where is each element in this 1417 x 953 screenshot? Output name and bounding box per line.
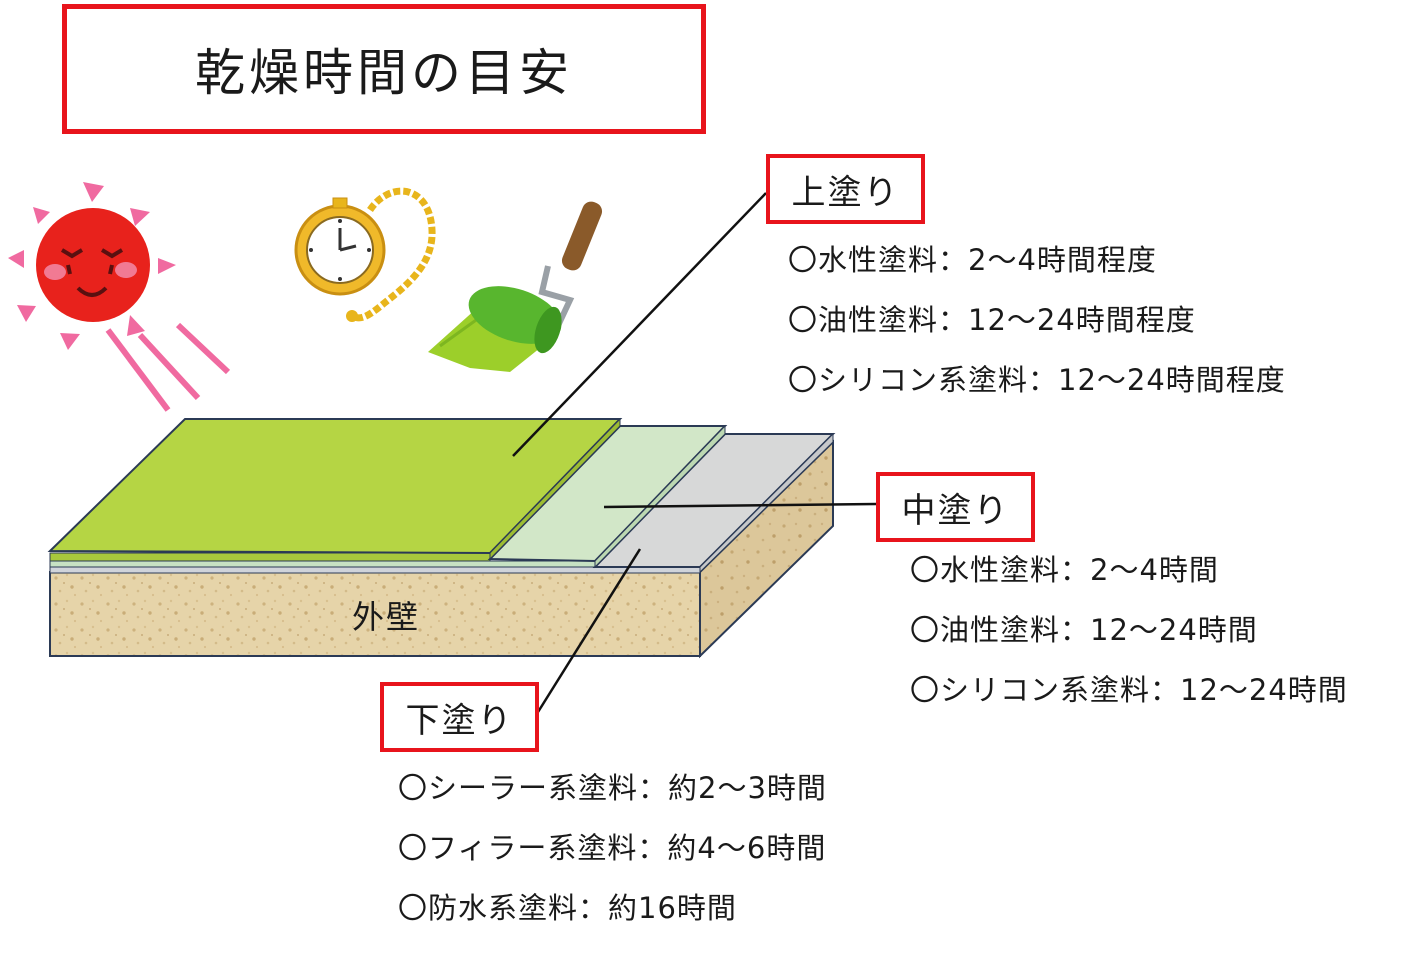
under-coat-leader [536, 548, 642, 713]
list-item: 〇シリコン系塗料：12～24時間程度 [788, 363, 1286, 397]
list-item: 〇シーラー系塗料：約2～3時間 [398, 771, 827, 805]
paint-roller-icon [428, 201, 603, 372]
wall-label: 外壁 [352, 598, 421, 636]
top-coat-label: 上塗り [766, 154, 925, 224]
top-coat-label-text: 上塗り [791, 172, 900, 213]
under-coat-times: 〇シーラー系塗料：約2～3時間 〇フィラー系塗料：約4～6時間 〇防水系塗料：約… [398, 773, 827, 953]
list-item: 〇フィラー系塗料：約4～6時間 [398, 831, 827, 865]
middle-coat-label-text: 中塗り [901, 490, 1010, 531]
page-title: 乾燥時間の目安 [195, 44, 573, 102]
wall-cross-section [47, 417, 836, 659]
list-item: 〇油性塗料：12～24時間程度 [788, 303, 1196, 337]
pocket-watch-icon [294, 187, 436, 322]
list-item: 〇水性塗料：2～4時間 [910, 553, 1219, 587]
list-item: 〇油性塗料：12～24時間 [910, 613, 1258, 647]
middle-coat-label: 中塗り [876, 472, 1035, 542]
sun-icon [8, 182, 231, 412]
middle-coat-times: 〇水性塗料：2～4時間 〇油性塗料：12～24時間 〇シリコン系塗料：12～24… [910, 555, 1348, 735]
under-coat-label: 下塗り [380, 682, 539, 752]
middle-coat-leader [603, 502, 877, 509]
list-item: 〇シリコン系塗料：12～24時間 [910, 673, 1348, 707]
list-item: 〇防水系塗料：約16時間 [398, 891, 737, 925]
top-coat-leader [512, 192, 767, 457]
top-coat-times: 〇水性塗料：2～4時間程度 〇油性塗料：12～24時間程度 〇シリコン系塗料：1… [788, 245, 1286, 425]
under-coat-label-text: 下塗り [405, 700, 514, 741]
title-box: 乾燥時間の目安 [62, 4, 706, 134]
list-item: 〇水性塗料：2～4時間程度 [788, 243, 1157, 277]
